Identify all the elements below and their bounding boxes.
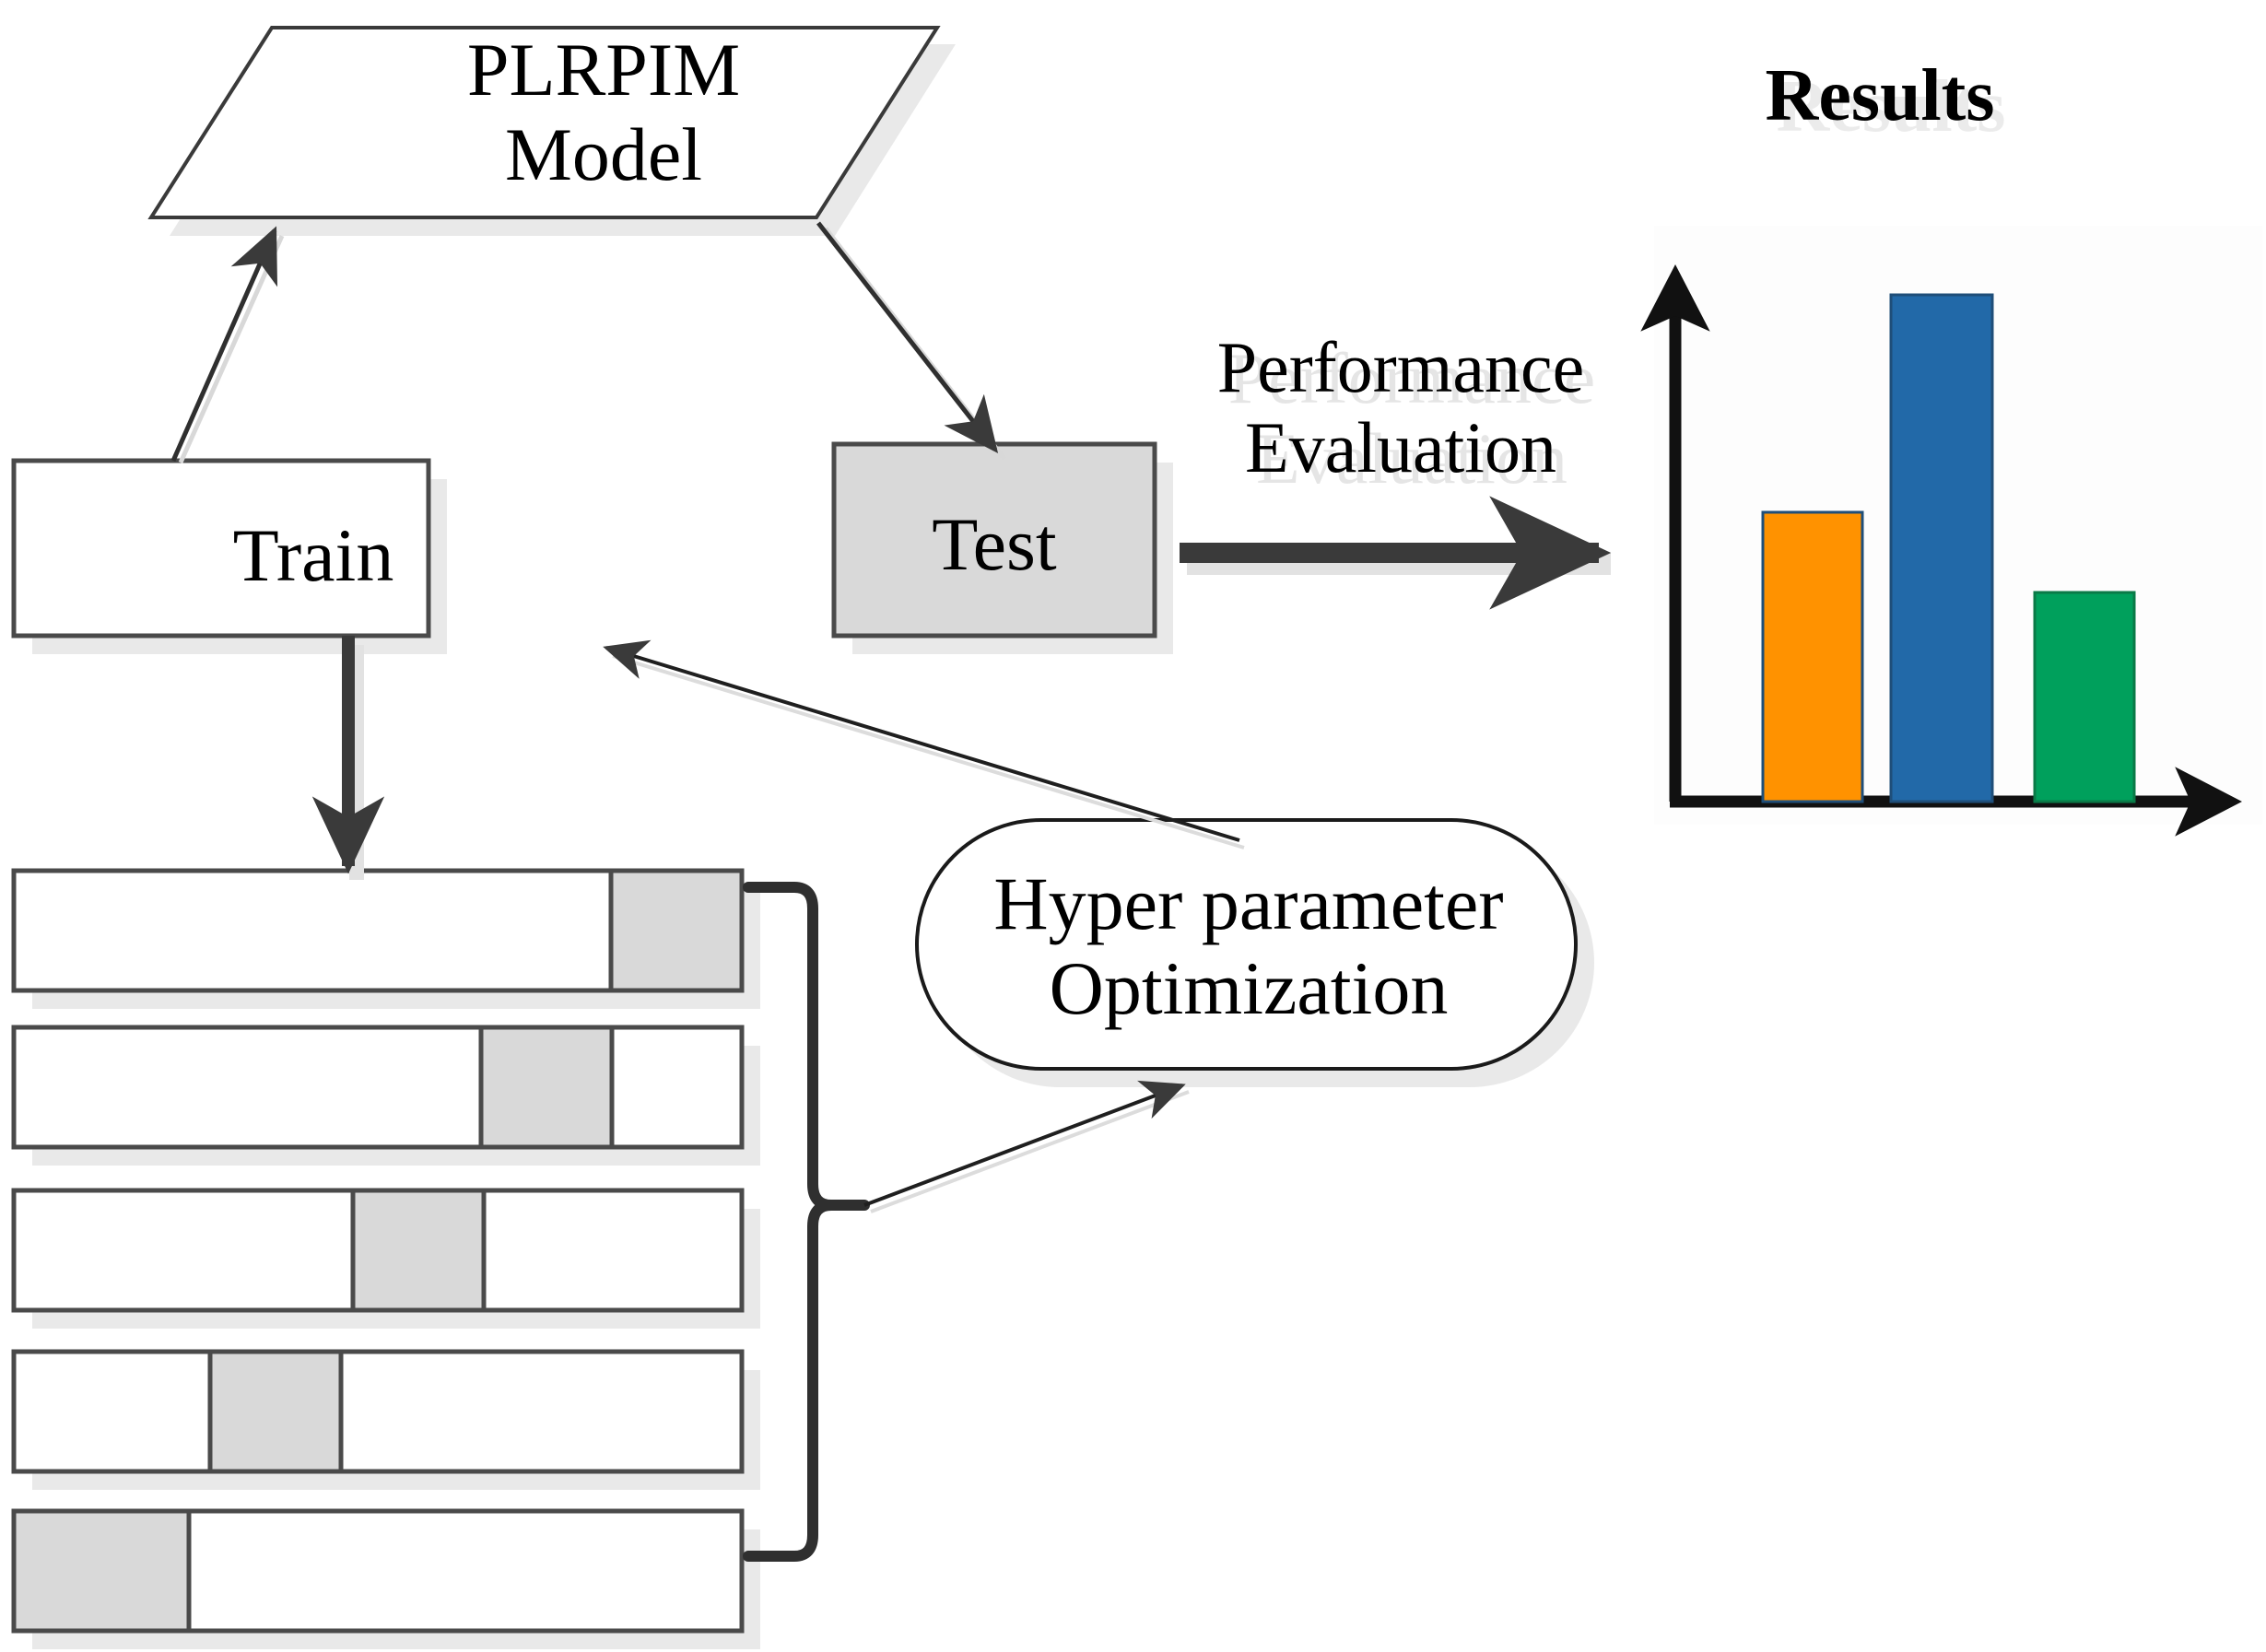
test-shape — [831, 441, 1157, 639]
edge-hyper-to-train — [603, 639, 1245, 849]
chart-bar-2 — [1889, 293, 1994, 803]
cv-fold-highlight — [478, 1025, 615, 1150]
cv-fold-row-5 — [11, 1508, 745, 1634]
hyper-parameter-optimization-shape — [915, 818, 1578, 1071]
edge-test-to-results — [1180, 496, 1612, 610]
brace-icon — [743, 882, 870, 1562]
arrow-head-icon — [170, 226, 278, 463]
cv-fold-highlight — [608, 868, 745, 993]
edge-folds-to-hyper — [863, 1080, 1190, 1213]
cv-fold-row-3 — [11, 1188, 745, 1313]
cv-fold-rows — [11, 868, 745, 1634]
cv-fold-highlight — [11, 1508, 192, 1634]
arrow-head-icon — [863, 1080, 1186, 1207]
arrow-head-icon — [603, 639, 1240, 842]
chart-bar-1 — [1761, 510, 1864, 803]
edge-train-to-cv-folds — [311, 636, 385, 880]
cv-fold-row-1 — [11, 868, 745, 993]
arrow-head-icon — [816, 221, 999, 453]
cv-fold-highlight — [350, 1188, 487, 1313]
hyper-parameter-optimization-node[interactable] — [915, 818, 1578, 1071]
train-node[interactable] — [11, 458, 431, 639]
edge-model-to-test — [816, 221, 1006, 461]
test-node[interactable] — [831, 441, 1157, 639]
plrpim-model-node[interactable] — [147, 26, 941, 219]
cv-fold-row-4 — [11, 1349, 745, 1474]
train-shape — [11, 458, 431, 639]
edge-train-to-model — [170, 226, 285, 464]
chart-bar-3 — [2033, 591, 2136, 803]
cv-fold-highlight — [207, 1349, 344, 1474]
plrpim-model-shape — [147, 26, 941, 219]
results-bar-chart — [1640, 226, 2262, 837]
cv-folds-brace — [743, 882, 870, 1562]
cv-fold-row-2 — [11, 1025, 745, 1150]
